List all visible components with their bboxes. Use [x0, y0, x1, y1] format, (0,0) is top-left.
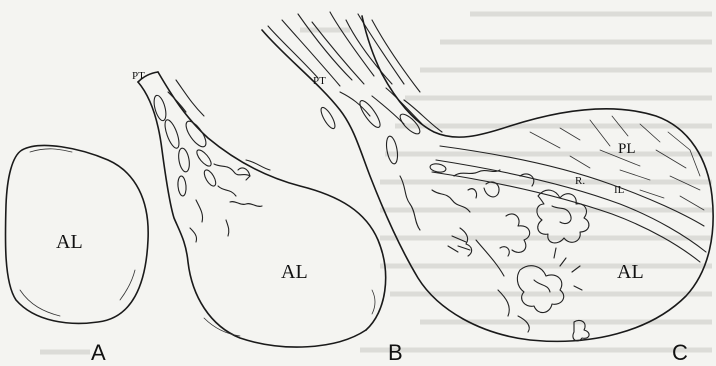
- panel-b-al-label: AL: [281, 261, 308, 283]
- panel-c-pt-label: PT: [313, 75, 326, 87]
- panel-c-pl-label: PL: [618, 141, 636, 157]
- panel-a-edge-stroke: [20, 290, 60, 316]
- panel-a-letter: A: [91, 340, 106, 365]
- panel-c-il-label: IL: [614, 184, 625, 196]
- panel-a-edge-stroke: [30, 149, 72, 152]
- panel-b-portal-vessels: [152, 80, 270, 242]
- panel-c-al-label: AL: [617, 261, 644, 283]
- panel-b-edge-stroke: [372, 290, 375, 314]
- panel-c-residual-cleft: [432, 172, 700, 262]
- panel-b-stalk-left-edge: [138, 82, 366, 347]
- panel-b-letter: B: [388, 340, 403, 365]
- panel-a: AL A: [5, 145, 148, 365]
- panel-a-al-label: AL: [56, 231, 83, 253]
- panel-c: PT PL R. IL AL C: [262, 12, 713, 365]
- panel-b: PT AL B: [132, 70, 403, 365]
- panel-c-r-label: R.: [575, 175, 585, 187]
- panel-b-pt-label: PT: [132, 70, 145, 82]
- panel-b-stalk-right-edge: [158, 72, 386, 330]
- panel-c-posterior-lobe-boundary: [440, 146, 704, 226]
- panel-c-stalk-fibers: [268, 12, 442, 132]
- panel-c-letter: C: [672, 340, 688, 365]
- panel-a-edge-stroke: [120, 270, 135, 300]
